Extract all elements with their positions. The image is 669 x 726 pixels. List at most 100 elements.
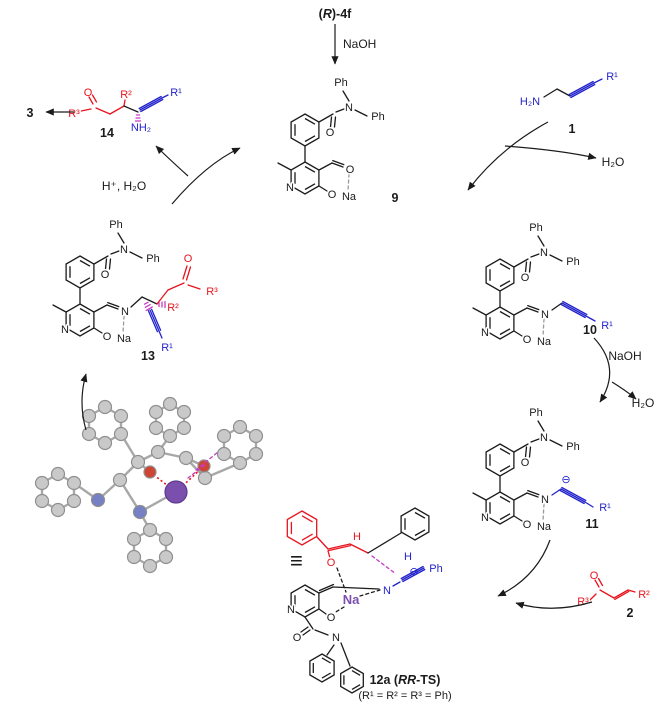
structure-13: N R¹ R² O R³ 13 [51,217,220,363]
carbon-atom [50,502,66,518]
hydrolysis-label: H⁺, H₂O [102,179,146,193]
compound-1-number: 1 [569,122,576,136]
arrow-11-to-12a [497,539,551,597]
bond [349,543,369,554]
r3-label: R³ [206,286,218,298]
bond [147,310,159,333]
carbon-atom [142,522,158,538]
bond [351,684,361,690]
carbon-atom [66,493,82,509]
shape: 12a ( [370,673,399,687]
carbon-atom [142,558,158,574]
bond [318,583,335,592]
r2-label: R² [167,302,179,314]
carbon-atom [216,428,232,444]
arrow-13-to-9 [171,147,241,205]
bond [594,579,600,588]
bond [88,96,94,105]
bond [158,330,163,339]
imine-n-label: N [541,494,549,506]
bond [561,302,587,317]
bond [156,289,169,305]
naoh-label-top: NaOH [343,37,376,51]
bond [309,653,335,683]
compound-3-number: 3 [27,106,34,120]
pyridine-ring [290,584,320,618]
carbon-atom [34,475,50,491]
bond [301,515,313,523]
carbanion-h-label: H [404,551,412,563]
bond [367,532,402,554]
bond [140,98,164,113]
bond [336,567,347,593]
bond [314,629,329,636]
nitrogen-atom [132,504,148,520]
vinyl-h-label: H [353,531,361,543]
carbon-atom [158,549,174,565]
bond [599,589,615,599]
bond [91,94,98,103]
structure-9-number: 9 [392,191,399,205]
bond [139,97,163,111]
r3-label: R³ [68,108,80,120]
carbon-atom [162,428,178,444]
arrow-1-into-cycle [467,121,549,191]
carbon-atom [158,531,174,547]
bond [351,670,361,676]
structure-10-scaffold [471,220,582,350]
carbon-atom [232,419,248,435]
structure-12a-label: 12a (RR-TS) [370,673,441,687]
bond [109,105,125,115]
bond [321,657,332,664]
bond [301,533,313,541]
structure-12a: O H H ⊖ N Ph Na N O O N 12 [286,507,452,702]
r1-label: R¹ [170,87,182,99]
bond [332,586,380,590]
bond [95,107,111,115]
r1-label: R¹ [599,502,611,514]
phenolate-o-label: O [327,612,336,624]
benzyl-ring [340,666,364,694]
model-forming-bond [195,451,219,471]
bond [414,529,426,537]
carbon-atom [130,454,146,470]
carbon-atom [112,472,128,488]
bond [560,303,586,319]
amine-h2n-label: H₂N [520,96,540,108]
shape: RR [398,673,416,687]
bond [627,589,636,593]
shape: R [323,7,332,21]
ketone-o-label: O [184,253,193,265]
r1-label: R¹ [601,320,613,332]
bond [187,284,201,290]
arrow-h2o-out-right [611,381,637,400]
bond [304,606,316,614]
carbon-atom [97,435,113,451]
bond [359,589,381,597]
carbon-atom [176,404,192,420]
bond [286,510,318,546]
structure-11-number: 11 [585,517,598,531]
bond [568,80,594,96]
bond [371,555,397,575]
h2o-label-top: H₂O [602,155,625,169]
nitrogen-atom [90,492,106,508]
phenyl-ring [286,510,318,546]
structure-13-number: 13 [141,349,155,363]
bond [302,629,311,636]
bond [167,282,185,291]
bond [402,568,426,583]
carbon-atom [34,493,50,509]
carbon-atom [50,466,66,482]
bond [143,301,149,305]
bond [300,626,309,633]
carbon-atom [126,549,142,565]
bond [150,308,162,331]
bond [130,296,143,308]
carbon-atom [81,426,97,442]
ketone-o-label: O [84,87,93,99]
bond [321,672,332,679]
bond [400,565,424,580]
carbon-atom [81,408,97,424]
